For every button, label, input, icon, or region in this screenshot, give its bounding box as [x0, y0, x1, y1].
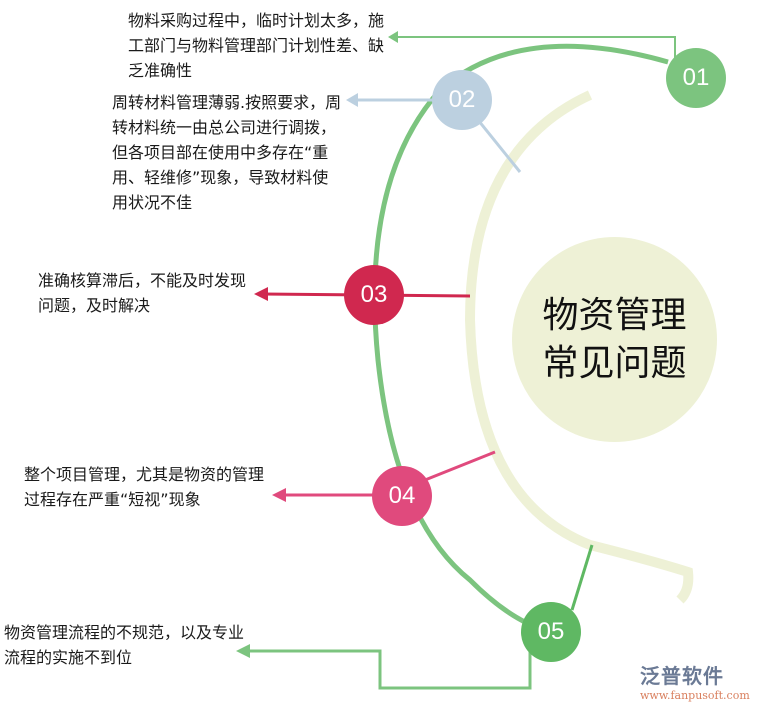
- inner-arc: [464, 90, 694, 604]
- badge-02: 02: [432, 70, 492, 130]
- badge-01: 01: [666, 48, 726, 108]
- badge-04: 04: [372, 466, 432, 526]
- center-title: 物资管理常见问题: [512, 237, 717, 442]
- badge-03: 03: [344, 265, 404, 325]
- item-05-text: 物资管理流程的不规范，以及专业流程的实施不到位: [4, 623, 245, 667]
- logo-name: 泛普软件: [640, 664, 724, 688]
- logo: 泛普软件 www.fanpusoft.com: [640, 660, 750, 702]
- item-03-text: 准确核算滞后，不能及时发现问题，及时解决: [38, 271, 247, 315]
- item-01-text: 物料采购过程中，临时计划太多，施工部门与物料管理部门计划性差、缺乏准确性: [128, 11, 385, 80]
- badge-05: 05: [521, 602, 581, 662]
- center-title-line1: 物资管理: [542, 294, 687, 336]
- logo-url: www.fanpusoft.com: [640, 689, 750, 702]
- item-04-text: 整个项目管理，尤其是物资的管理过程存在严重“短视”现象: [24, 465, 265, 509]
- item-02-text: 周转材料管理薄弱.按照要求，周转材料统一由总公司进行调拨，但各项目部在使用中多存…: [112, 93, 342, 212]
- center-title-line2: 常见问题: [542, 342, 687, 384]
